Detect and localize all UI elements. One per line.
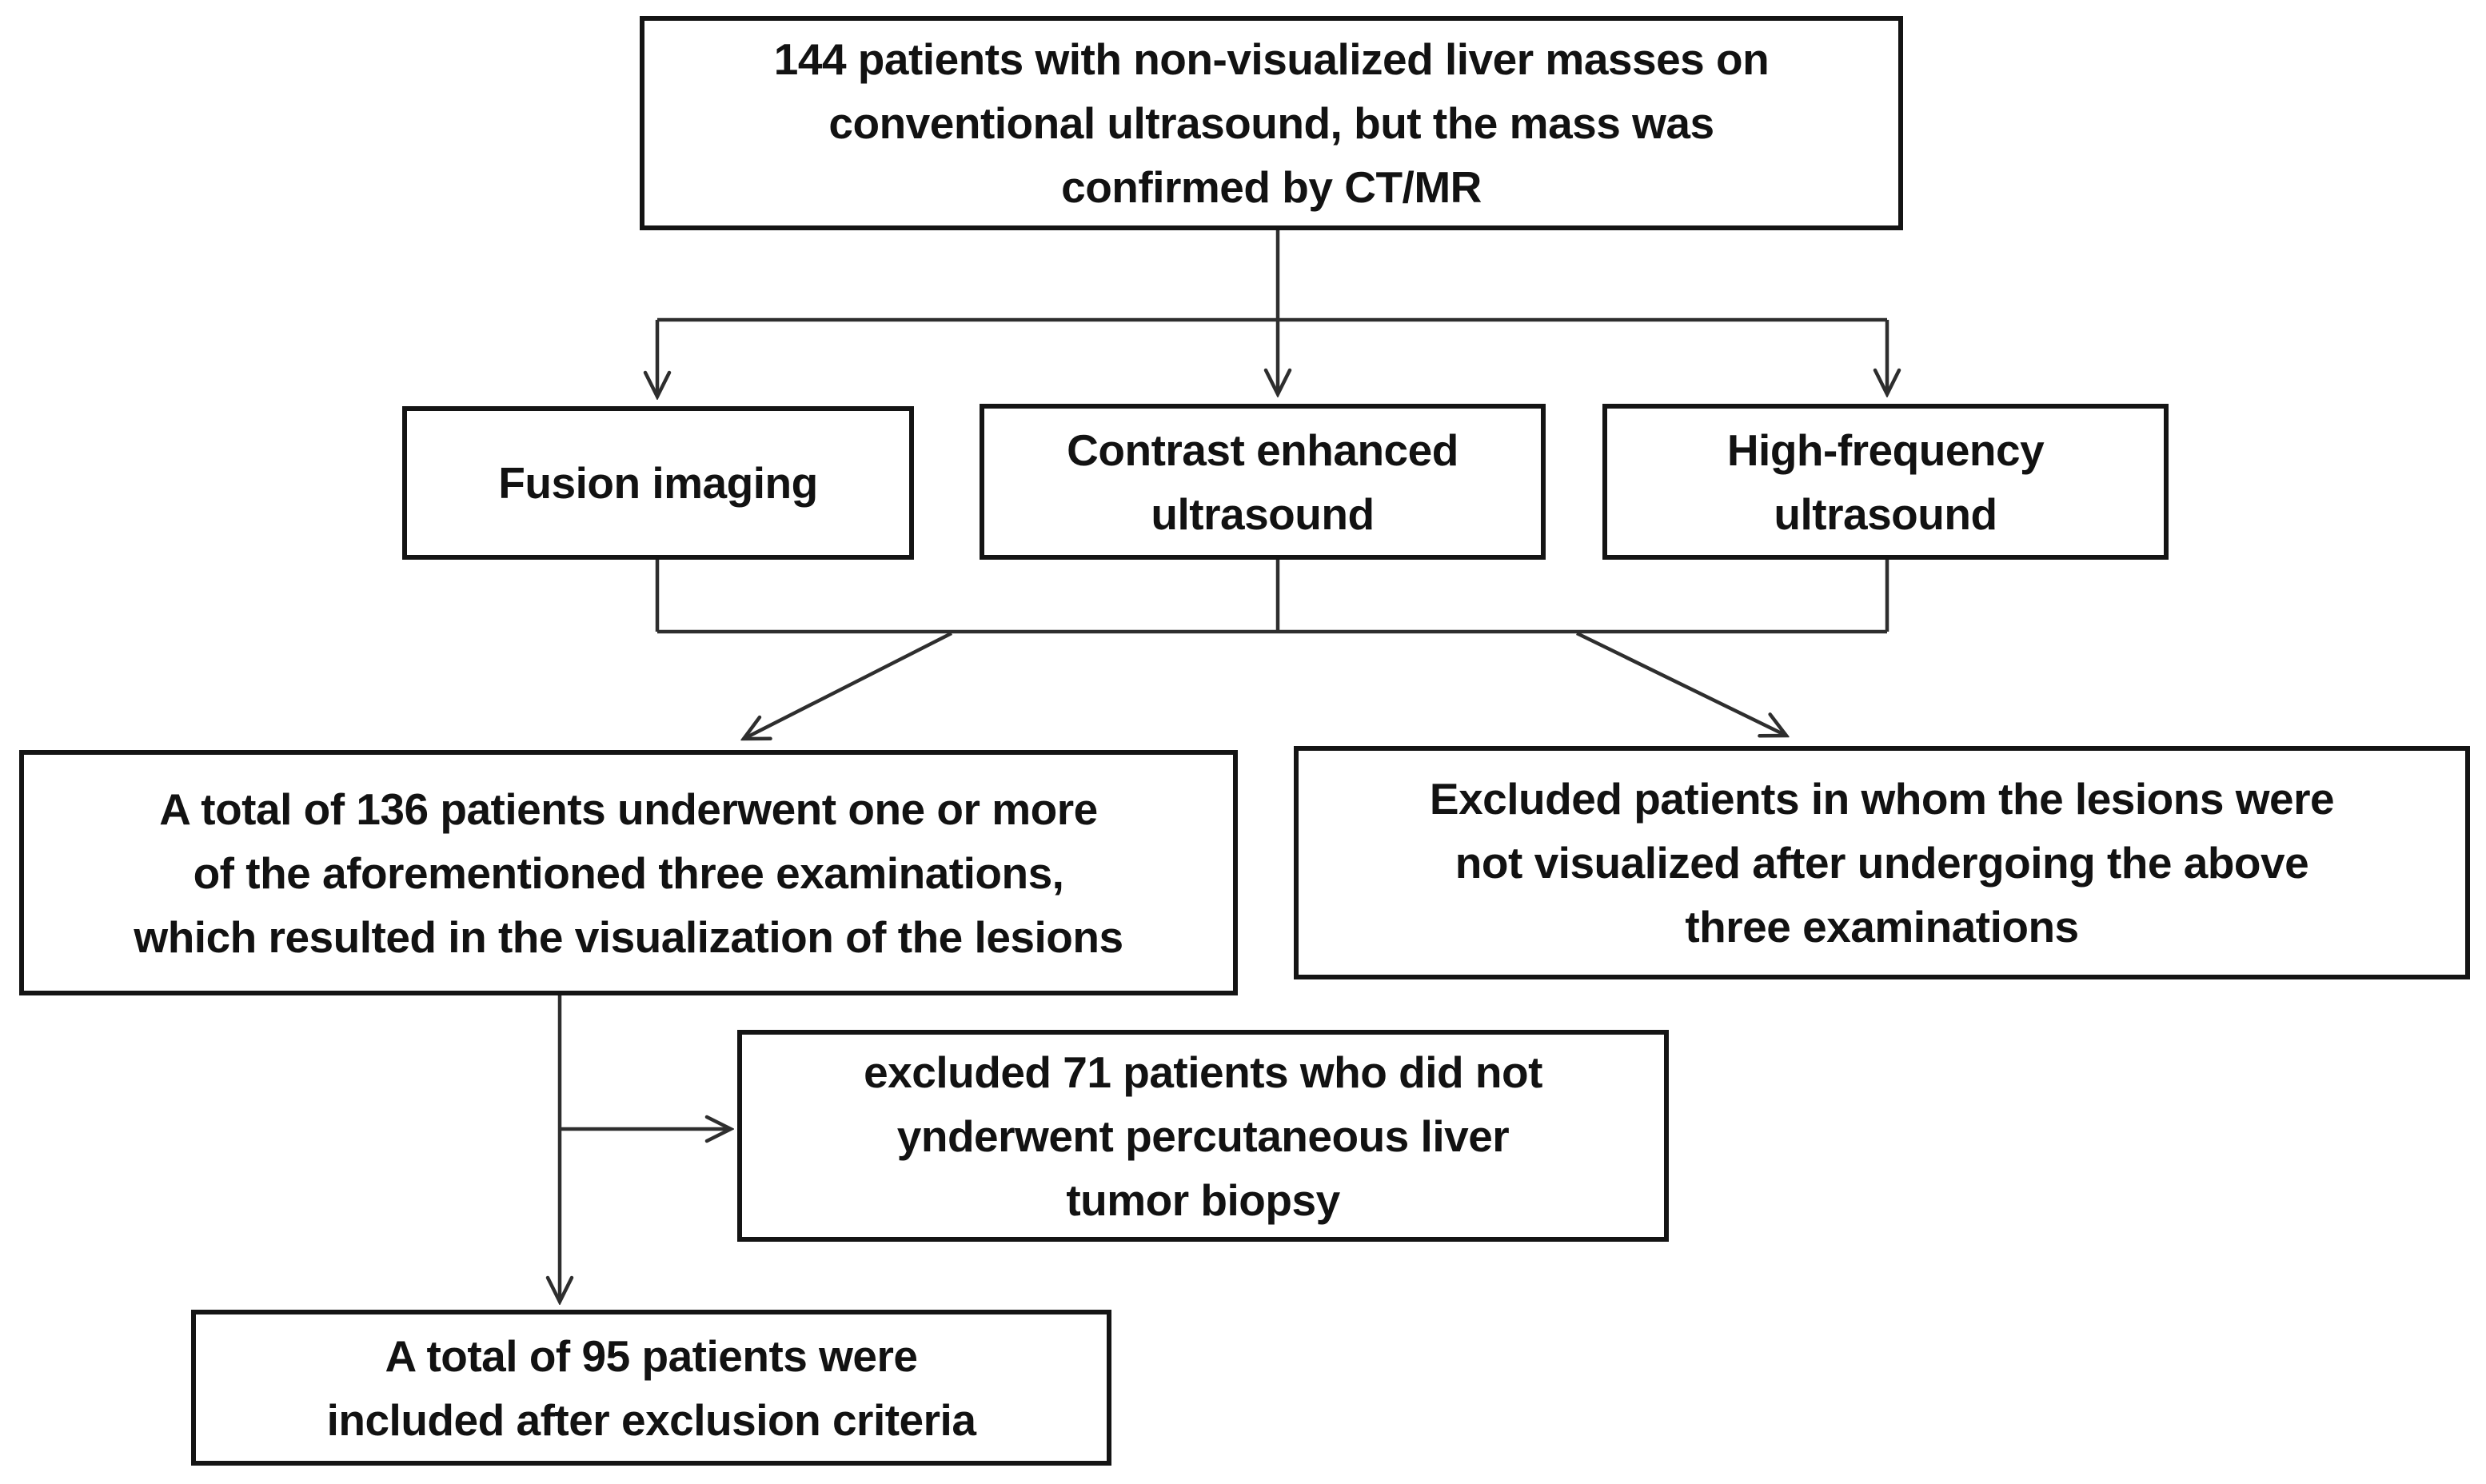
arrow-into-excluded <box>1576 631 1786 736</box>
node-fusion-imaging: Fusion imaging <box>402 406 914 560</box>
node-contrast-enhanced-ultrasound: Contrast enhanced ultrasound <box>980 404 1546 560</box>
node-final-95-patients: A total of 95 patients were included aft… <box>191 1310 1111 1466</box>
node-excluded-not-visualized: Excluded patients in whom the lesions we… <box>1294 746 2470 979</box>
arrow-into-visualized <box>744 631 953 739</box>
node-excluded-71-no-biopsy: excluded 71 patients who did not ynderwe… <box>737 1030 1669 1242</box>
node-high-frequency-ultrasound: High-frequency ultrasound <box>1602 404 2169 560</box>
node-visualized-136-patients: A total of 136 patients underwent one or… <box>19 750 1238 995</box>
node-initial-cohort: 144 patients with non-visualized liver m… <box>640 16 1903 230</box>
